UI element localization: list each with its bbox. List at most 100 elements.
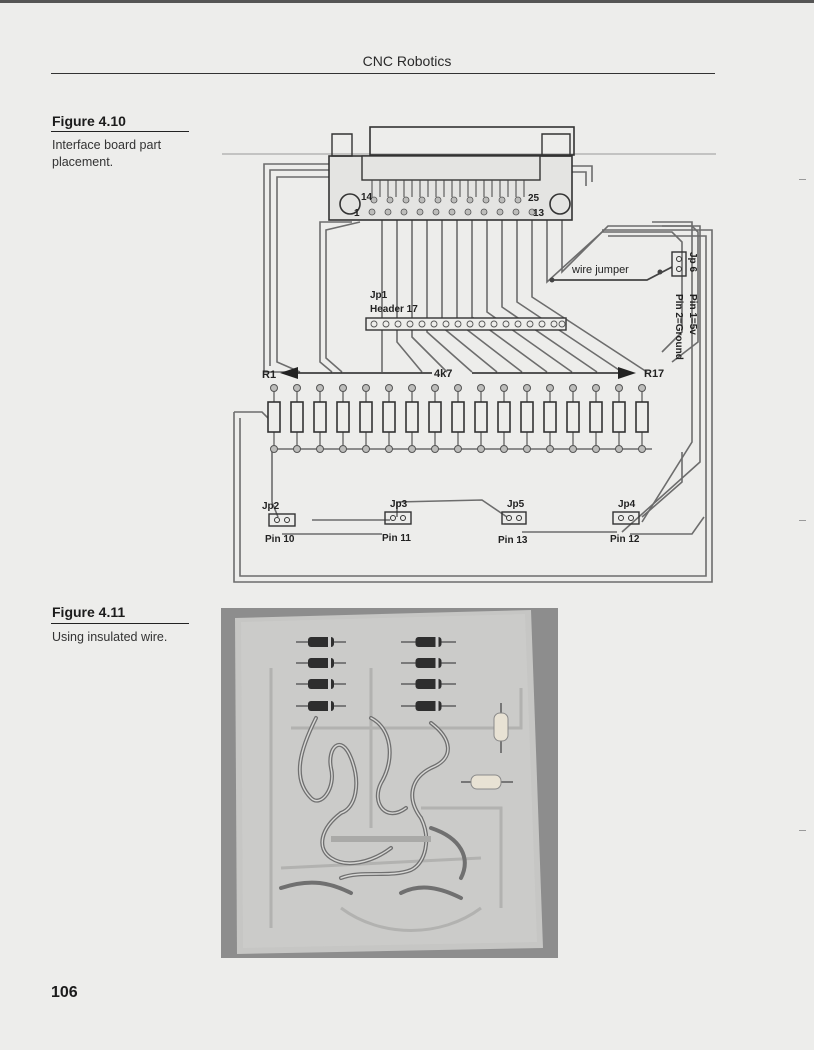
jp6-pin2-label: Pin 2=Ground xyxy=(673,294,684,360)
jp3-label: Jp3 xyxy=(390,499,408,510)
resistor-pad xyxy=(569,445,577,453)
resistor-pad xyxy=(592,384,600,392)
resistor-pad xyxy=(270,384,278,392)
resistor-pad xyxy=(546,445,554,453)
diode-body xyxy=(415,701,442,711)
resistor-pad xyxy=(615,384,623,392)
jp6-pin1-label: Pin 1=5v xyxy=(687,294,698,335)
resistor-pad xyxy=(385,445,393,453)
resistor-pad xyxy=(408,445,416,453)
figure-4-11-caption: Using insulated wire. xyxy=(52,630,168,644)
resistor-body xyxy=(451,401,465,433)
resistor-pad xyxy=(339,384,347,392)
resistor-pad xyxy=(293,445,301,453)
r1-label: R1 xyxy=(262,369,276,381)
resistor-body xyxy=(474,401,488,433)
jp1-label: Jp1 xyxy=(370,290,388,301)
resistor-pad xyxy=(431,445,439,453)
resistor-pad xyxy=(362,384,370,392)
resistor-body xyxy=(359,401,373,433)
resistor-body xyxy=(635,401,649,433)
jp5-label: Jp5 xyxy=(507,499,525,510)
resistor-body xyxy=(290,401,304,433)
diode-body xyxy=(415,658,442,668)
resistor-pad xyxy=(431,384,439,392)
resistor-body xyxy=(497,401,511,433)
resistor-body xyxy=(405,401,419,433)
resistor-pad xyxy=(270,445,278,453)
resistor-pad xyxy=(638,445,646,453)
diode-body xyxy=(308,701,334,711)
figure-4-10-caption: Interface board part placement. xyxy=(52,138,162,169)
resistor-pad xyxy=(615,445,623,453)
bottom-jumpers: Jp2 Pin 10 Jp3 Pin 11 Jp5 Pin 13 Jp4 Pin… xyxy=(262,499,640,546)
photo-resistors xyxy=(461,703,513,790)
resistor-pad xyxy=(316,445,324,453)
diode-body xyxy=(415,679,442,689)
resistor-body xyxy=(612,401,626,433)
resistor-body xyxy=(520,401,534,433)
resistor-pad xyxy=(592,445,600,453)
pin-25-label: 25 xyxy=(528,193,540,204)
insulated-wire-board-photo xyxy=(221,608,558,958)
diode-group xyxy=(296,637,456,711)
resistor-pad xyxy=(546,384,554,392)
jp2-pin-label: Pin 10 xyxy=(265,534,295,545)
jp6-header: Jp 6 Pin 1=5v Pin 2=Ground xyxy=(671,251,698,360)
margin-tick xyxy=(799,830,806,831)
wire-jumper-label: wire jumper xyxy=(571,264,629,276)
header-rule xyxy=(51,73,715,74)
diode-band xyxy=(435,658,439,668)
jp6-label: Jp 6 xyxy=(687,252,698,272)
pin-14-label: 14 xyxy=(361,192,373,203)
resistor-array xyxy=(267,384,649,453)
diode-band xyxy=(328,637,331,647)
resistor-range: R1 R17 4k7 xyxy=(262,367,664,381)
diode-body xyxy=(415,637,442,647)
db25-connector: 14 1 25 13 xyxy=(328,126,575,221)
resistor-pad xyxy=(569,384,577,392)
resistor-value-label: 4k7 xyxy=(434,368,452,380)
wire-jumper-end xyxy=(657,269,663,275)
diode-body xyxy=(308,679,334,689)
margin-tick xyxy=(799,520,806,521)
jp2-label: Jp2 xyxy=(262,501,280,512)
interface-board-schematic: 14 1 25 13 wire jumper Jp 6 Pin 1=5v Pin… xyxy=(222,126,716,583)
figure-4-10-rule xyxy=(51,131,189,132)
margin-tick xyxy=(799,179,806,180)
resistor-body xyxy=(382,401,396,433)
jumper-jp4: Jp4 Pin 12 xyxy=(610,499,640,545)
resistor-body xyxy=(428,401,442,433)
resistor-pad xyxy=(362,445,370,453)
wire-jumper-end xyxy=(549,277,555,283)
resistor-pad xyxy=(293,384,301,392)
diode-band xyxy=(435,679,439,689)
resistor-body xyxy=(313,401,327,433)
resistor-pad xyxy=(454,384,462,392)
diode-band xyxy=(328,701,331,711)
resistor-pad xyxy=(408,384,416,392)
diode-band xyxy=(435,637,439,647)
page-number: 106 xyxy=(51,984,78,1001)
jp3-pin-label: Pin 11 xyxy=(382,533,411,544)
jumper-jp3: Jp3 Pin 11 xyxy=(382,499,412,544)
diode-band xyxy=(328,679,331,689)
resistor-body xyxy=(566,401,580,433)
diode-body xyxy=(308,637,334,647)
jp1-header: Jp1 Header 17 xyxy=(365,290,567,331)
resistor-body xyxy=(543,401,557,433)
resistor-body xyxy=(589,401,603,433)
resistor-pad xyxy=(477,445,485,453)
resistor-body xyxy=(336,401,350,433)
jumper-jp5: Jp5 Pin 13 xyxy=(498,499,528,546)
resistor-body xyxy=(267,401,281,433)
pin-1-label: 1 xyxy=(354,208,360,219)
diode-body xyxy=(308,658,334,668)
resistor-pad xyxy=(638,384,646,392)
jp4-pin-label: Pin 12 xyxy=(610,534,640,545)
figure-4-10-label: Figure 4.10 xyxy=(52,113,126,129)
running-header: CNC Robotics xyxy=(362,53,452,69)
figure-4-11-label: Figure 4.11 xyxy=(52,604,126,620)
diode-band xyxy=(328,658,331,668)
jp5-pin-label: Pin 13 xyxy=(498,535,528,546)
